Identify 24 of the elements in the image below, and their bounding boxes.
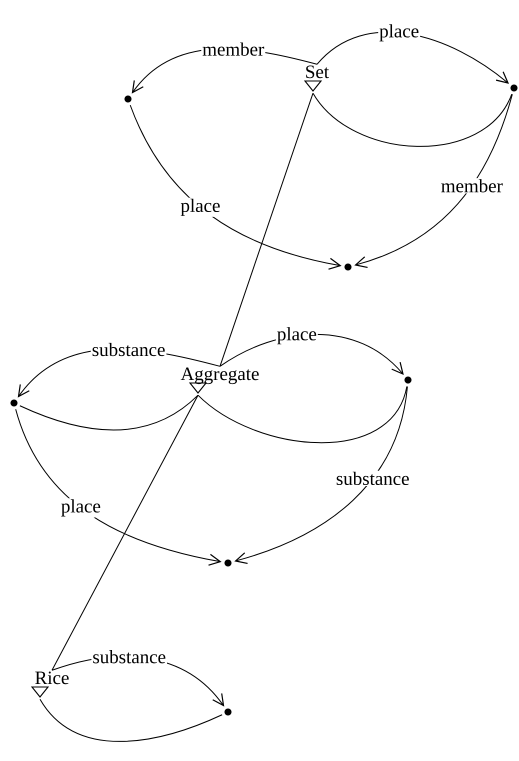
edge-label: substance <box>92 342 165 356</box>
edge-label: substance <box>336 472 409 486</box>
node-label: Set <box>306 65 329 78</box>
node-label: Aggregate <box>180 368 259 384</box>
arrow <box>234 386 408 564</box>
dot <box>224 708 232 716</box>
edge-label: place <box>61 499 100 516</box>
arrow <box>354 94 513 268</box>
edge-label: member <box>441 179 503 192</box>
edge-label: place <box>180 198 220 216</box>
edge-label: member <box>202 42 264 56</box>
arrow <box>130 104 342 270</box>
dot <box>404 376 412 384</box>
dot <box>510 84 518 92</box>
dot <box>124 96 132 102</box>
dot <box>10 400 18 406</box>
edge-label: place <box>380 24 418 42</box>
edge-label: place <box>277 327 316 344</box>
arrow <box>15 408 222 566</box>
edge-label: substance <box>93 650 166 664</box>
concept-node: Aggregate <box>180 368 259 394</box>
dot <box>224 560 232 566</box>
node-label: Rice <box>35 671 69 684</box>
dot <box>344 264 352 270</box>
